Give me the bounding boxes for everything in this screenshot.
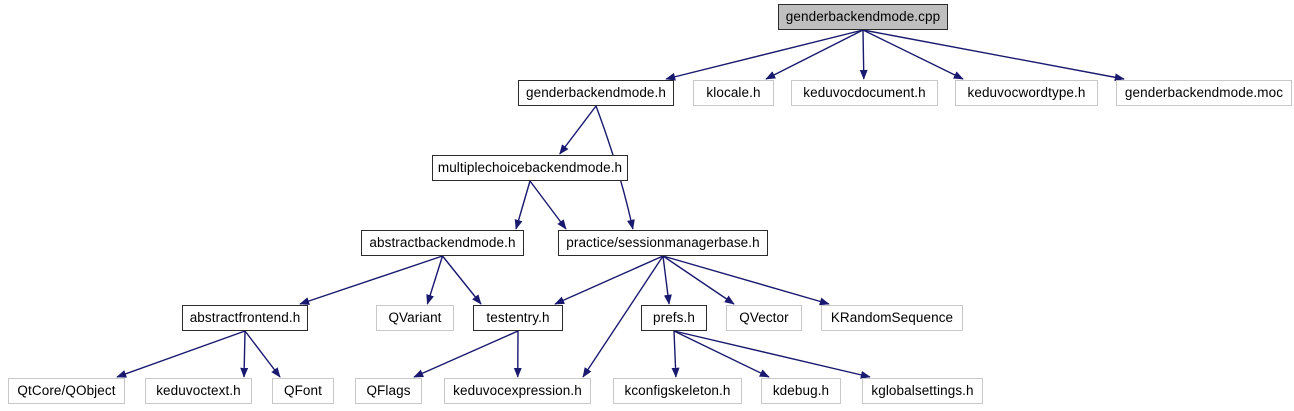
graph-node-abstractfrontend-h[interactable]: abstractfrontend.h — [182, 305, 308, 331]
graph-node-abstractbackendmode-h[interactable]: abstractbackendmode.h — [361, 230, 524, 256]
graph-edge-n6-n8 — [529, 180, 567, 230]
graph-node-label: keduvocdocument.h — [803, 85, 926, 101]
graph-edge-n12-n21 — [673, 330, 770, 378]
graph-node-qflags[interactable]: QFlags — [355, 378, 422, 404]
graph-node-klocale-h[interactable]: klocale.h — [693, 80, 774, 106]
graph-edge-n8-n14 — [662, 255, 830, 306]
graph-node-kdebug-h[interactable]: kdebug.h — [761, 378, 841, 404]
graph-node-label: practice/sessionmanagerbase.h — [566, 235, 760, 251]
graph-edge-n8-n19 — [582, 255, 664, 378]
graph-edge-n9-n15 — [116, 330, 246, 378]
graph-edge-n9-n17 — [244, 330, 281, 378]
graph-edge-n7-n11 — [441, 255, 482, 305]
graph-node-label: klocale.h — [706, 85, 761, 101]
graph-node-label: genderbackendmode.moc — [1124, 85, 1284, 101]
graph-node-label: QVariant — [388, 310, 442, 326]
graph-node-label: QtCore/QObject — [17, 383, 116, 399]
graph-edge-n0-n1 — [665, 29, 864, 81]
graph-node-genderbackendmode-moc[interactable]: genderbackendmode.moc — [1116, 80, 1292, 106]
graph-node-qvector[interactable]: QVector — [726, 305, 802, 331]
graph-edge-n8-n13 — [662, 255, 735, 305]
graph-edge-n0-n4 — [862, 29, 964, 80]
graph-node-genderbackendmode-cpp[interactable]: genderbackendmode.cpp — [778, 4, 948, 30]
graph-edge-n6-n7 — [514, 180, 531, 230]
graph-node-label: kdebug.h — [772, 383, 830, 399]
graph-node-qtcore-qobject[interactable]: QtCore/QObject — [8, 378, 125, 404]
graph-edge-n8-n12 — [662, 255, 672, 305]
graph-node-kglobalsettings-h[interactable]: kglobalsettings.h — [862, 378, 983, 404]
graph-edge-n0-n2 — [765, 29, 864, 80]
graph-node-label: abstractfrontend.h — [189, 310, 301, 326]
graph-edge-n7-n10 — [426, 255, 444, 305]
graph-edge-n1-n6 — [559, 105, 597, 155]
graph-node-kconfigskeleton-h[interactable]: kconfigskeleton.h — [613, 378, 742, 404]
graph-node-multiplechoicebackendmode-h[interactable]: multiplechoicebackendmode.h — [432, 155, 628, 181]
graph-node-label: QFont — [283, 383, 322, 399]
graph-node-prefs-h[interactable]: prefs.h — [641, 305, 707, 331]
graph-edge-n8-n11 — [554, 255, 664, 305]
graph-edge-n12-n22 — [673, 330, 871, 379]
graph-node-label: prefs.h — [653, 310, 695, 326]
edges — [116, 29, 1125, 379]
graph-node-label: abstractbackendmode.h — [369, 235, 516, 251]
graph-node-label: genderbackendmode.h — [525, 85, 666, 101]
graph-node-krandomsequence[interactable]: KRandomSequence — [821, 305, 963, 331]
graph-node-label: QVector — [739, 310, 789, 326]
graph-node-practice-sessionmanagerbase-h[interactable]: practice/sessionmanagerbase.h — [558, 230, 768, 256]
graph-edge-n12-n20 — [671, 330, 680, 378]
graph-edge-n0-n3 — [859, 29, 868, 80]
graph-node-keduvocdocument-h[interactable]: keduvocdocument.h — [791, 80, 938, 106]
graph-node-keduvocwordtype-h[interactable]: keduvocwordtype.h — [955, 80, 1098, 106]
graph-node-label: KRandomSequence — [830, 310, 954, 326]
graph-node-label: QFlags — [366, 383, 411, 399]
graph-node-label: keduvocexpression.h — [453, 383, 582, 399]
graph-node-testentry-h[interactable]: testentry.h — [473, 305, 563, 331]
graph-node-label: kconfigskeleton.h — [624, 383, 731, 399]
graph-node-label: multiplechoicebackendmode.h — [437, 160, 623, 176]
graph-edge-n0-n5 — [862, 29, 1125, 82]
graph-edge-n9-n16 — [240, 330, 249, 378]
graph-node-genderbackendmode-h[interactable]: genderbackendmode.h — [518, 80, 674, 106]
graph-node-qfont[interactable]: QFont — [272, 378, 334, 404]
graph-node-qvariant[interactable]: QVariant — [376, 305, 454, 331]
graph-node-label: genderbackendmode.cpp — [785, 9, 941, 25]
graph-edge-n7-n9 — [299, 255, 443, 305]
graph-node-label: kglobalsettings.h — [871, 383, 974, 399]
graph-node-keduvoctext-h[interactable]: keduvoctext.h — [145, 378, 252, 404]
graph-node-keduvocexpression-h[interactable]: keduvocexpression.h — [444, 378, 591, 404]
graph-node-label: keduvocwordtype.h — [967, 85, 1086, 101]
graph-node-label: keduvoctext.h — [156, 383, 241, 399]
graph-edge-n11-n18 — [413, 330, 519, 378]
graph-node-label: testentry.h — [486, 310, 550, 326]
